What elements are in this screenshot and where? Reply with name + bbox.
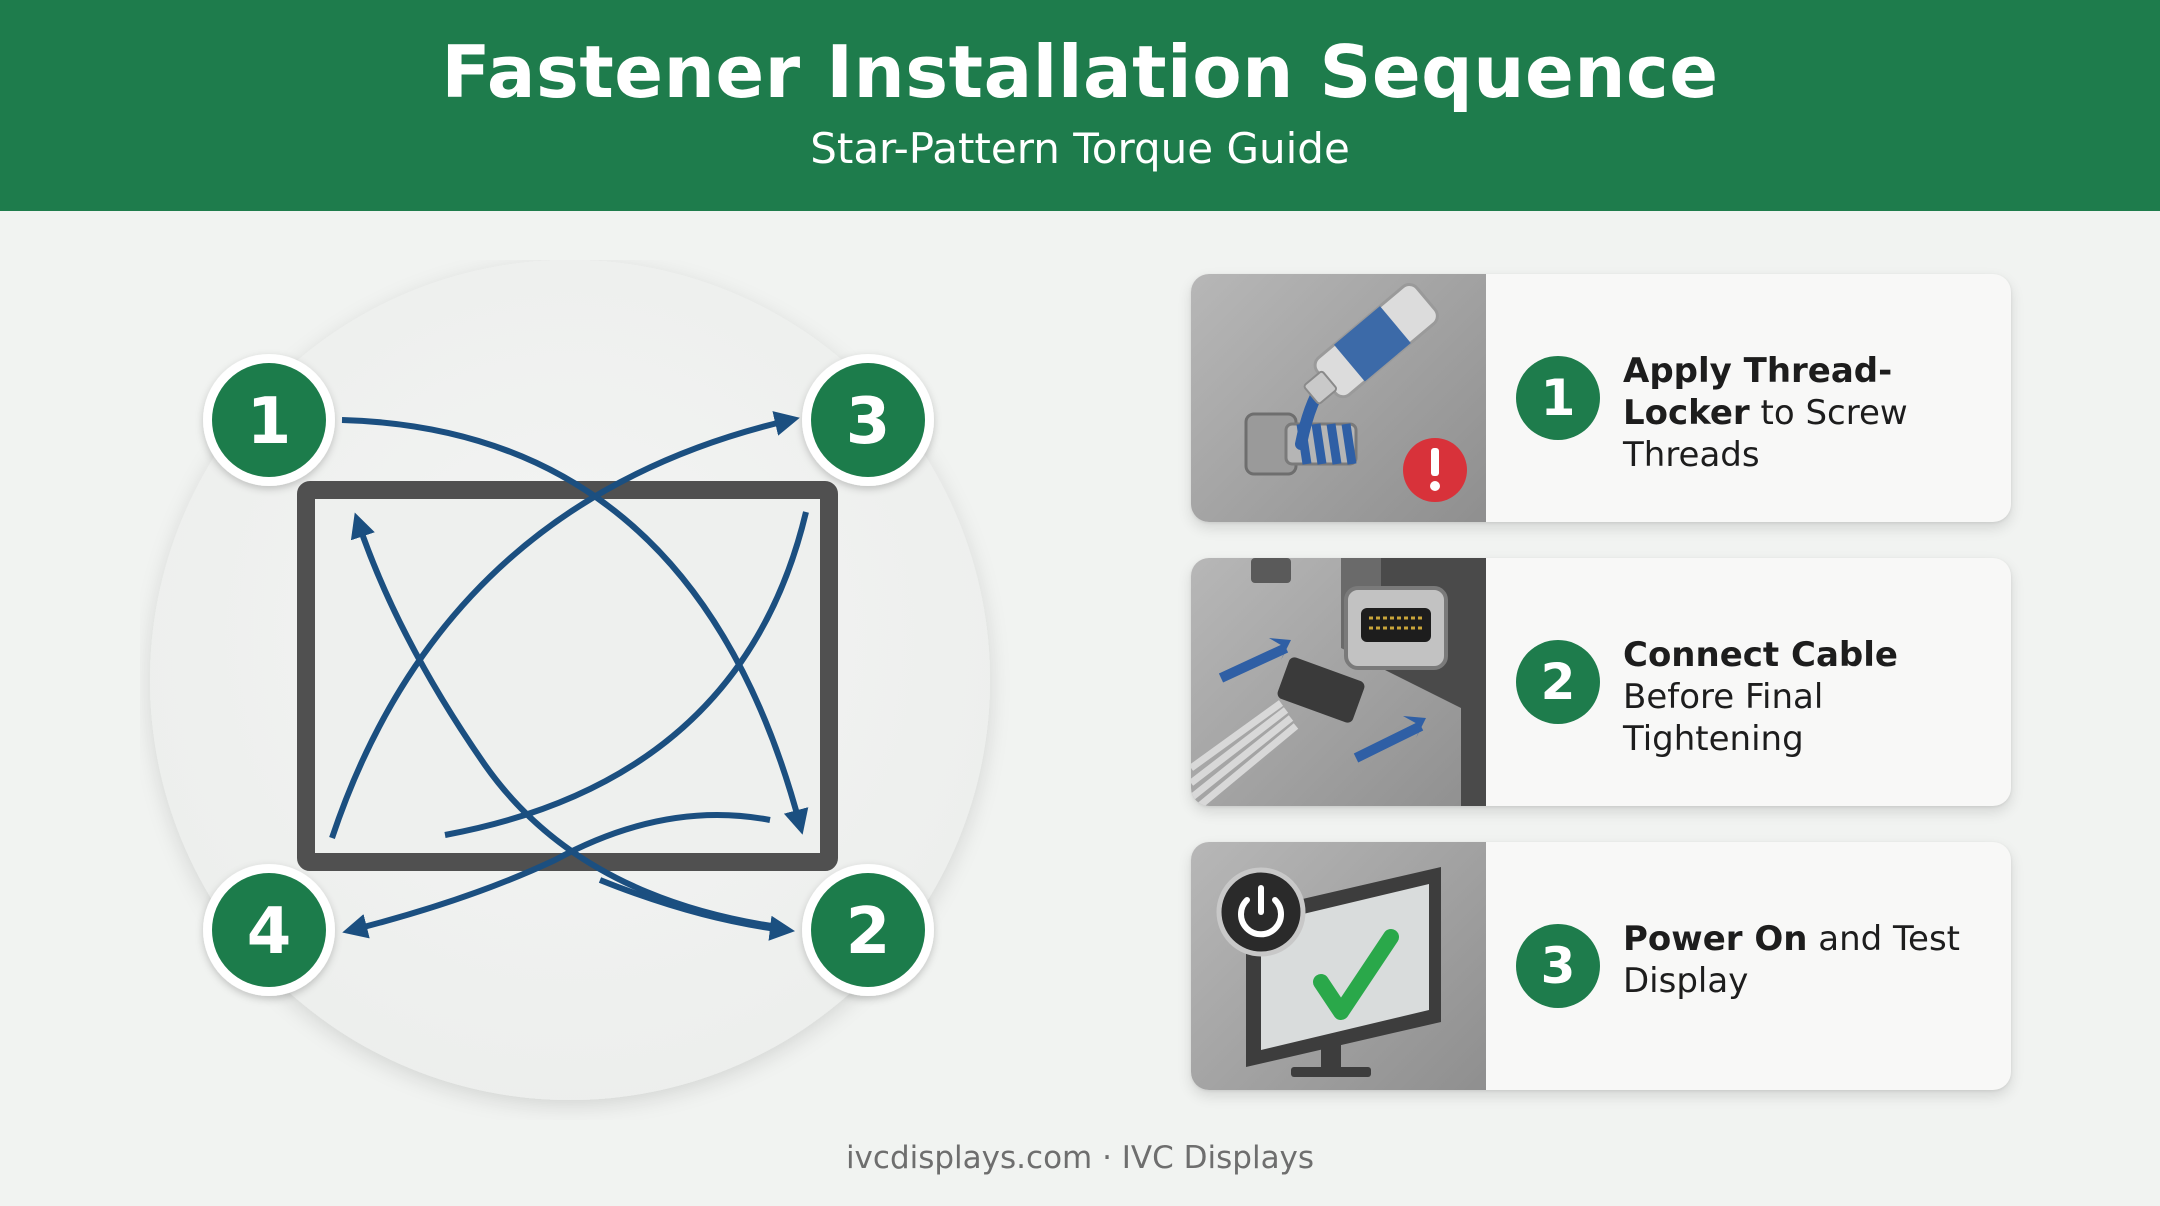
step-text-bold: Connect Cable	[1623, 635, 1898, 675]
step-text-bold: Apply Thread-Locker	[1623, 351, 1893, 433]
arrow-2-to-4	[350, 512, 786, 931]
fastener-number: 1	[247, 385, 292, 459]
step-number-badge: 3	[1516, 924, 1600, 1008]
page-subtitle: Star-Pattern Torque Guide	[810, 124, 1350, 173]
fastener-badge-4: 4	[203, 864, 335, 996]
arrow-3-to-4	[342, 812, 771, 939]
step-text-bold: Power On	[1623, 919, 1808, 959]
arrow-to-2	[598, 877, 796, 941]
star-pattern-diagram: 1 3 4 2	[140, 260, 1020, 1120]
star-pattern-svg: 1 3 4 2	[150, 260, 990, 1100]
step-text-rest: Before Final Tightening	[1623, 677, 1824, 759]
fastener-badge-2: 2	[802, 864, 934, 996]
cable-connector-icon	[1191, 558, 1486, 806]
page-title: Fastener Installation Sequence	[441, 30, 1719, 114]
monitor-power-check-icon	[1191, 842, 1486, 1090]
step-number-badge: 2	[1516, 640, 1600, 724]
fastener-badge-1: 1	[203, 354, 335, 486]
step-card-1: 1 Apply Thread-Locker to Screw Threads	[1191, 274, 2011, 522]
step-text-rest: and Test Display	[1623, 919, 1961, 1001]
step-number-badge: 1	[1516, 356, 1600, 440]
step-text-rest: to Screw Threads	[1623, 393, 1908, 475]
step-card-2: 2 Connect Cable Before Final Tightening	[1191, 558, 2011, 806]
arrow-2-to-3-a	[444, 511, 809, 838]
fastener-number: 3	[846, 385, 891, 459]
arrow-4-to-3	[329, 411, 800, 839]
step-text: Apply Thread-Locker to Screw Threads	[1623, 350, 2003, 476]
fastener-number: 2	[846, 895, 891, 969]
fastener-badge-3: 3	[802, 354, 934, 486]
fastener-number: 4	[247, 895, 292, 969]
footer-credit: ivcdisplays.com · IVC Displays	[845, 1140, 1315, 1176]
step-text: Power On and Test Display	[1623, 918, 2003, 1002]
thread-locker-tube-icon	[1191, 274, 1486, 522]
display-frame	[297, 481, 838, 871]
arrow-1-to-2	[341, 417, 809, 835]
step-text: Connect Cable Before Final Tightening	[1623, 634, 2003, 760]
header-banner: Fastener Installation Sequence Star-Patt…	[0, 0, 2160, 211]
step-card-3: 3 Power On and Test Display	[1191, 842, 2011, 1090]
